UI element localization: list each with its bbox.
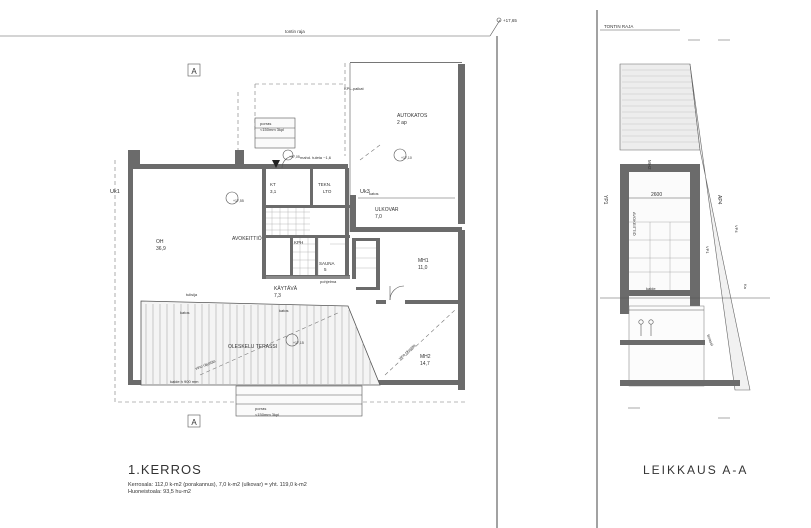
room-ulkovar: ULKOVAR	[375, 207, 399, 213]
section-wall-left	[620, 164, 629, 314]
svg-text:mahd. tuleta ~1,6: mahd. tuleta ~1,6	[300, 155, 332, 160]
entrance-marker	[272, 160, 280, 168]
room-kt: KT	[270, 182, 276, 187]
wall-south-mh2	[372, 380, 465, 385]
section-dimension: 2600	[651, 192, 662, 198]
svg-text:3,1: 3,1	[270, 189, 277, 194]
room-autokatos: AUTOKATOS	[397, 113, 428, 119]
entrance-steps	[254, 117, 296, 149]
svg-text:+17,05: +17,05	[289, 155, 300, 159]
wall-core-west	[262, 168, 266, 278]
room-terassi: OLESKELU TERASSI	[228, 344, 277, 350]
svg-text:YP1: YP1	[602, 195, 608, 205]
svg-text:7,0: 7,0	[375, 214, 382, 220]
svg-text:Ka: Ka	[743, 284, 748, 290]
svg-text:AP4: AP4	[716, 195, 722, 205]
plot-boundary-corner	[489, 19, 501, 37]
plot-boundary-label: tontin raja	[285, 29, 305, 34]
room-mh1: MH1	[418, 258, 429, 264]
svg-text:porras: porras	[260, 121, 271, 126]
room-mh2: MH2	[420, 354, 431, 360]
svg-text:kaide: kaide	[646, 286, 656, 291]
svg-text:VP4: VP4	[734, 225, 739, 233]
people-figures	[638, 319, 654, 336]
svg-text:<150mm 3kpl: <150mm 3kpl	[260, 127, 284, 132]
terrace-deck	[140, 300, 381, 386]
section-title: LEIKKAUS A-A	[643, 463, 748, 477]
section-marker-bottom	[187, 414, 201, 428]
wall-north-living	[128, 164, 244, 169]
svg-text:2 ap: 2 ap	[397, 120, 407, 126]
plot-boundary-section-label: TONTIN RAJA	[604, 24, 633, 29]
area-line-2: Huoneistoala: 93,5 hu-m2	[128, 489, 191, 495]
area-line-1: Kerrosala: 112,0 k-m2 (porakannus), 7,0 …	[128, 482, 307, 488]
room-kph: KPH	[294, 240, 303, 245]
room-kaytava: KÄYTÄVÄ	[274, 285, 298, 292]
room-sauna: SAUNA	[319, 261, 335, 266]
svg-text:porras: porras	[255, 406, 266, 411]
svg-text:A: A	[191, 67, 197, 76]
room-oh: OH	[156, 239, 164, 245]
svg-text:katos: katos	[180, 310, 190, 315]
svg-text:KPL-paikat: KPL-paikat	[344, 86, 364, 91]
floor-plan: tontin raja +17,65 A A	[0, 17, 517, 528]
svg-text:+17,15: +17,15	[293, 341, 304, 345]
svg-text:14,7: 14,7	[420, 361, 430, 367]
svg-text:+17,10: +17,10	[401, 156, 412, 160]
svg-text:<150mm 3kpl: <150mm 3kpl	[255, 412, 279, 417]
level-marker: +17,65	[503, 18, 517, 23]
svg-text:11,0: 11,0	[418, 265, 428, 271]
roof-section	[619, 63, 701, 151]
section-drawing: TONTIN RAJA	[596, 10, 770, 528]
svg-text:tulisija: tulisija	[186, 292, 198, 297]
wall-ulkovar-south	[350, 227, 462, 232]
uk1-label: Uk1	[110, 189, 120, 195]
wall-north-core	[244, 164, 348, 169]
plan-title: 1.KERROS	[128, 462, 202, 477]
svg-text:kaide h 900 mm: kaide h 900 mm	[170, 379, 199, 384]
room-tekninen: TEKN.	[318, 182, 331, 187]
wall-east-bedrooms	[458, 230, 465, 390]
svg-text:vino räystäs: vino räystäs	[397, 343, 416, 361]
svg-text:MH2: MH2	[647, 160, 652, 170]
svg-text:katos: katos	[369, 191, 379, 196]
uk3-label: Uk3	[360, 189, 370, 195]
level-marker-symbol	[496, 17, 502, 23]
wall-west	[128, 150, 133, 300]
svg-text:AVOKEITTIÖ: AVOKEITTIÖ	[632, 212, 637, 236]
door-swing	[389, 285, 405, 301]
room-lto: LTO	[323, 189, 332, 194]
wall-carport-east	[458, 64, 465, 224]
wet-room-tiles	[266, 208, 376, 275]
svg-text:7,3: 7,3	[274, 293, 281, 299]
section-marker-top	[187, 63, 201, 77]
svg-text:+17,55: +17,55	[233, 199, 244, 203]
svg-text:VP1: VP1	[705, 246, 710, 254]
svg-text:36,9: 36,9	[156, 246, 166, 252]
svg-text:terassi: terassi	[706, 334, 715, 347]
section-roof-slab	[620, 164, 700, 172]
section-wall-right	[690, 164, 700, 314]
terrace-steps	[235, 385, 363, 417]
svg-text:katos: katos	[279, 308, 289, 313]
svg-text:A: A	[191, 418, 197, 427]
svg-text:5: 5	[324, 267, 327, 272]
room-avokeittio: AVOKEITTIÖ	[232, 235, 262, 242]
svg-text:pohjelma: pohjelma	[320, 279, 337, 284]
